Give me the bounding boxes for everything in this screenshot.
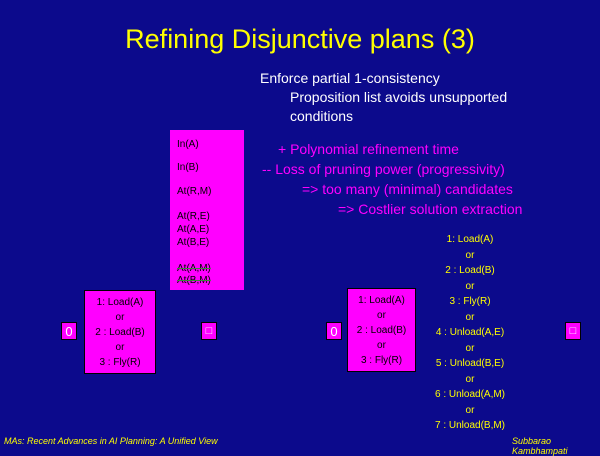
plan-right-step2-op: or: [465, 280, 475, 292]
proposition: In(A): [177, 139, 199, 150]
plan-left-op: 3 : Fly(R): [99, 356, 141, 368]
plan-left-step-1: 1: Load(A) or 2 : Load(B) or 3 : Fly(R): [84, 290, 156, 374]
tradeoff-line-1: + Polynomial refinement time: [278, 141, 459, 157]
plan-right-step2-op: 3 : Fly(R): [449, 296, 491, 307]
plan-right-step-1: 1: Load(A) or 2 : Load(B) or 3 : Fly(R): [347, 288, 416, 372]
proposition: At(A,E): [177, 224, 210, 235]
proposition: At(R,E): [177, 211, 210, 222]
proposition: In(B): [177, 162, 199, 173]
proposition-pruned: At(A,M): [177, 263, 211, 274]
slide-title: Refining Disjunctive plans (3): [125, 24, 475, 54]
plan-left-op: or: [115, 311, 125, 323]
plan-right-op: or: [377, 309, 386, 321]
plan-right-op: 1: Load(A): [358, 294, 405, 306]
plan-right-step2-op: or: [465, 249, 475, 261]
proposition: At(B,E): [177, 237, 210, 248]
proposition: At(R,M): [177, 186, 212, 197]
plan-right-step-2: 1: Load(A) or 2 : Load(B) or 3 : Fly(R) …: [418, 232, 522, 434]
plan-right-step2-op: or: [465, 311, 475, 323]
plan-right-start-label: 0: [330, 323, 338, 339]
plan-right-step2-op: 6 : Unload(A,M): [434, 389, 506, 400]
plan-right-step2-op: or: [465, 404, 475, 416]
plan-right-step2-op: or: [465, 373, 475, 385]
plan-right-step2-op: 2 : Load(B): [445, 265, 495, 276]
intro-text: Enforce partial 1-consistency Propositio…: [260, 69, 600, 126]
plan-left-op: 2 : Load(B): [95, 326, 145, 338]
tradeoff-line-3: => too many (minimal) candidates: [302, 181, 513, 197]
intro-line-2: Proposition list avoids unsupported: [290, 89, 508, 105]
intro-line-1: Enforce partial 1-consistency: [260, 70, 440, 86]
plan-left-start-label: 0: [65, 323, 73, 339]
plan-right-step2-op: 1: Load(A): [446, 234, 494, 245]
plan-right-op: 3 : Fly(R): [360, 354, 403, 366]
proposition-list: In(A) In(B) At(R,M) At(R,E) At(A,E) At(B…: [170, 130, 244, 290]
plan-left-end-step: □: [201, 322, 217, 340]
plan-left-op: 1: Load(A): [96, 296, 144, 308]
plan-right-step2-op: 7 : Unload(B,M): [434, 420, 506, 431]
tradeoff-line-2: -- Loss of pruning power (progressivity): [262, 161, 505, 177]
proposition-pruned: At(B,M): [177, 275, 211, 286]
end-icon: □: [205, 325, 213, 337]
plan-right-end-step: □: [565, 322, 581, 340]
tradeoff-list: + Polynomial refinement time -- Loss of …: [262, 139, 600, 219]
plan-right-op: 2 : Load(B): [356, 324, 407, 336]
plan-right-step2-op: 4 : Unload(A,E): [435, 327, 505, 338]
intro-line-3: conditions: [290, 108, 354, 124]
plan-left-start-step: 0: [61, 322, 77, 340]
end-icon: □: [569, 325, 577, 337]
footer-course-title: MAs: Recent Advances in AI Planning: A U…: [4, 436, 218, 446]
footer-author: Subbarao Kambhampati: [512, 436, 568, 456]
plan-left-op: or: [115, 341, 125, 353]
plan-right-op: or: [377, 339, 386, 351]
plan-right-step2-op: 5 : Unload(B,E): [435, 358, 505, 369]
tradeoff-line-4: => Costlier solution extraction: [338, 201, 523, 217]
plan-right-start-step: 0: [326, 322, 342, 340]
plan-right-step2-op: or: [465, 342, 475, 354]
